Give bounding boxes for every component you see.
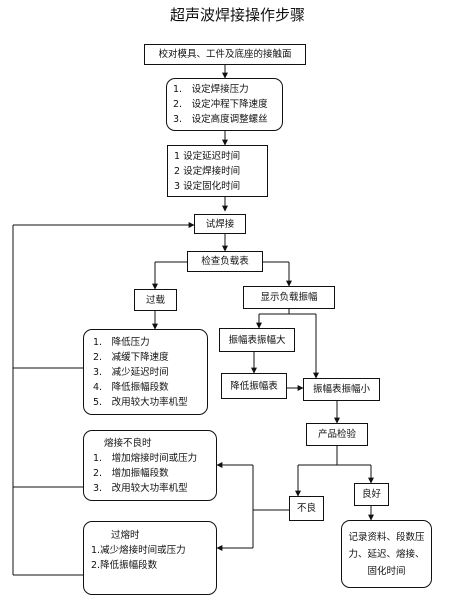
align-contact-surface-box: 校对模具、工件及底座的接触面 <box>144 44 306 65</box>
overload-box: 过载 <box>134 289 177 311</box>
set-times-box: 1 设定延迟时间 2 设定焊接时间 3 设定固化时间 <box>167 145 268 197</box>
over-weld-fix-2: 2.降低振幅段数 <box>91 560 158 571</box>
step1-line-1: 1. 设定焊接压力 <box>173 84 249 95</box>
good-result-box: 良好 <box>354 483 389 506</box>
show-load-amplitude-box: 显示负载振幅 <box>243 286 335 309</box>
poor-weld-remedy-box: 熔接不良时 1. 增加熔接时间或压力 2. 增加振幅段数 3. 改用较大功率机型 <box>83 430 217 501</box>
set-pressure-speed-box: 1. 设定焊接压力 2. 设定冲程下降速度 3. 设定高度调整螺丝 <box>166 78 283 131</box>
overload-fix-3: 3. 减少延迟时间 <box>93 367 169 378</box>
step2-line-1: 1 设定延迟时间 <box>174 151 241 162</box>
over-weld-remedy-box: 过熔时 1.减少熔接时间或压力 2.降低振幅段数 <box>83 521 217 595</box>
step1-line-3: 3. 设定高度调整螺丝 <box>173 114 268 125</box>
poor-weld-title: 熔接不良时 <box>104 438 152 449</box>
overload-fix-4: 4. 降低振幅段数 <box>93 382 169 393</box>
amplitude-large-box: 振幅表振幅大 <box>219 328 295 352</box>
overload-remedy-box: 1. 降低压力 2. 减缓下降速度 3. 减少延迟时间 4. 降低振幅段数 5.… <box>83 329 208 415</box>
overload-fix-5: 5. 改用较大功率机型 <box>93 397 188 408</box>
record-data-box: 记录资料、段数压力、延迟、熔接、固化时间 <box>341 520 432 588</box>
step2-line-2: 2 设定焊接时间 <box>174 166 241 177</box>
poor-weld-fix-1: 1. 增加熔接时间或压力 <box>93 453 198 464</box>
overload-fix-2: 2. 减缓下降速度 <box>93 352 169 363</box>
over-weld-fix-1: 1.减少熔接时间或压力 <box>91 545 186 556</box>
page-title: 超声波焊接操作步骤 <box>169 6 305 24</box>
lower-amplitude-box: 降低振幅表 <box>221 373 287 399</box>
step1-line-2: 2. 设定冲程下降速度 <box>173 99 268 110</box>
step2-line-3: 3 设定固化时间 <box>174 181 241 192</box>
poor-weld-fix-3: 3. 改用较大功率机型 <box>93 483 188 494</box>
product-inspection-box: 产品检验 <box>306 423 368 446</box>
over-weld-title: 过熔时 <box>111 530 140 541</box>
overload-fix-1: 1. 降低压力 <box>93 337 150 348</box>
poor-weld-fix-2: 2. 增加振幅段数 <box>93 468 169 479</box>
amplitude-small-box: 振幅表振幅小 <box>303 378 380 401</box>
poor-result-box: 不良 <box>289 496 324 521</box>
trial-weld-box: 试焊接 <box>194 214 246 234</box>
check-load-meter-box: 检查负载表 <box>187 251 263 272</box>
